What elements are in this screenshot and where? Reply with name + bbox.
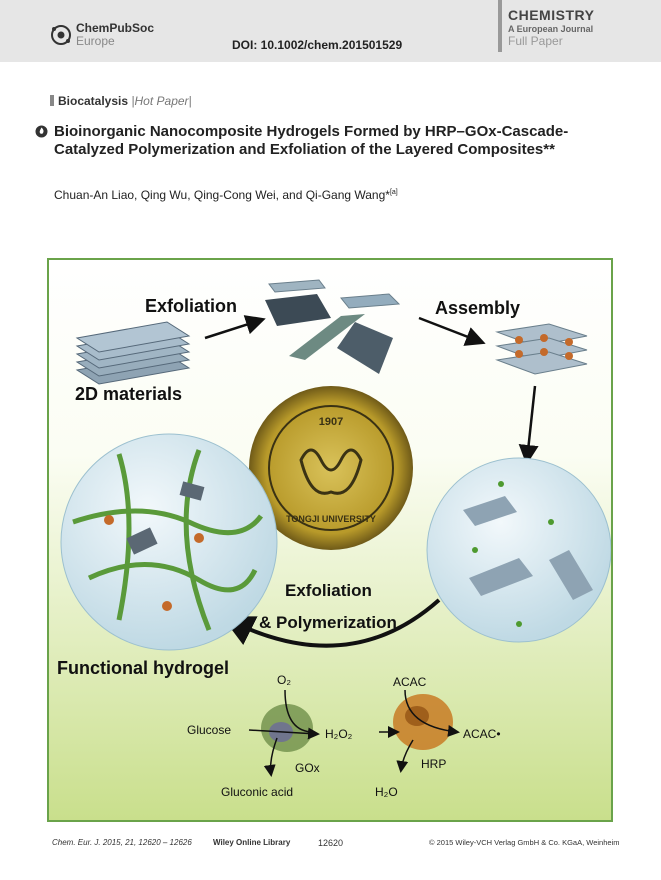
label-exfoliation: Exfoliation <box>145 296 237 316</box>
label-polymerization: & Polymerization <box>259 613 397 632</box>
hot-paper-tag: |Hot Paper| <box>131 94 192 108</box>
label-gluconic-acid: Gluconic acid <box>221 785 293 799</box>
footer-citation: Chem. Eur. J. 2015, 21, 12620 – 12626 <box>52 838 192 847</box>
stacked-sheets <box>75 321 191 385</box>
university-seal: 1907 TONGJI UNIVERSITY <box>249 386 413 550</box>
chempubsoc-logo-icon <box>51 24 71 45</box>
label-acac: ACAC <box>393 675 427 689</box>
logo-name: ChemPubSoc <box>76 21 155 35</box>
article-title: Bioinorganic Nanocomposite Hydrogels For… <box>54 123 569 158</box>
footer-copyright: © 2015 Wiley-VCH Verlag GmbH & Co. KGaA,… <box>429 838 620 847</box>
section-category: Biocatalysis <box>58 94 129 108</box>
section-line: Biocatalysis |Hot Paper| <box>50 94 192 108</box>
gox-enzyme <box>261 704 313 752</box>
label-gox: GOx <box>295 761 320 775</box>
label-2d-materials: 2D materials <box>75 384 182 404</box>
label-functional-hydrogel: Functional hydrogel <box>57 658 229 678</box>
affiliation-marker[interactable]: [a] <box>389 189 398 196</box>
footer-wiley-online-library[interactable]: Wiley Online Library <box>213 838 291 847</box>
h2o-arrow <box>396 739 414 773</box>
hydrogel-sphere <box>60 433 278 651</box>
seal-year: 1907 <box>319 416 343 428</box>
seal-text: TONGJI UNIVERSITY <box>286 514 376 524</box>
gox-arrow <box>263 737 278 777</box>
label-hrp: HRP <box>421 757 446 771</box>
journal-bar <box>498 0 502 52</box>
label-o2: O₂ <box>277 673 291 687</box>
label-acac-radical: ACAC• <box>463 727 501 741</box>
exfoliated-sphere <box>426 457 611 643</box>
assembly-arrow <box>418 316 486 346</box>
label-glucose: Glucose <box>187 723 231 737</box>
exfoliated-sheets <box>265 279 401 374</box>
acac-arrow <box>404 689 460 737</box>
header-band <box>0 0 661 62</box>
exfoliation-arrow <box>204 315 266 340</box>
assembled-layers <box>495 323 588 375</box>
polymerization-arrow <box>221 598 441 648</box>
journal-badge: CHEMISTRY A European Journal Full Paper <box>498 0 661 52</box>
journal-type: Full Paper <box>508 34 563 48</box>
author-list: Chuan-An Liao, Qing Wu, Qing-Cong Wei, a… <box>54 188 390 202</box>
glucose-arrow <box>248 727 320 740</box>
journal-subtitle: A European Journal <box>508 24 594 34</box>
label-exfoliation-2: Exfoliation <box>285 581 372 600</box>
o2-arrow <box>284 689 312 733</box>
label-assembly: Assembly <box>435 298 520 318</box>
journal-title: CHEMISTRY <box>508 7 595 23</box>
label-h2o2: H₂O₂ <box>325 727 353 741</box>
hot-paper-icon <box>35 125 48 138</box>
label-h2o: H₂O <box>375 785 398 799</box>
down-arrow <box>518 385 539 465</box>
figure-canvas: 1907 TONGJI UNIVERSITY <box>49 260 611 820</box>
authors: Chuan-An Liao, Qing Wu, Qing-Cong Wei, a… <box>54 188 398 202</box>
graphical-abstract: 1907 TONGJI UNIVERSITY <box>47 258 613 822</box>
section-bar <box>50 95 54 106</box>
publisher-logo[interactable]: ChemPubSoc Europe <box>50 22 154 47</box>
logo-sub: Europe <box>76 34 115 48</box>
doi-text[interactable]: DOI: 10.1002/chem.201501529 <box>232 38 403 52</box>
footer-page-number: 12620 <box>318 838 344 848</box>
